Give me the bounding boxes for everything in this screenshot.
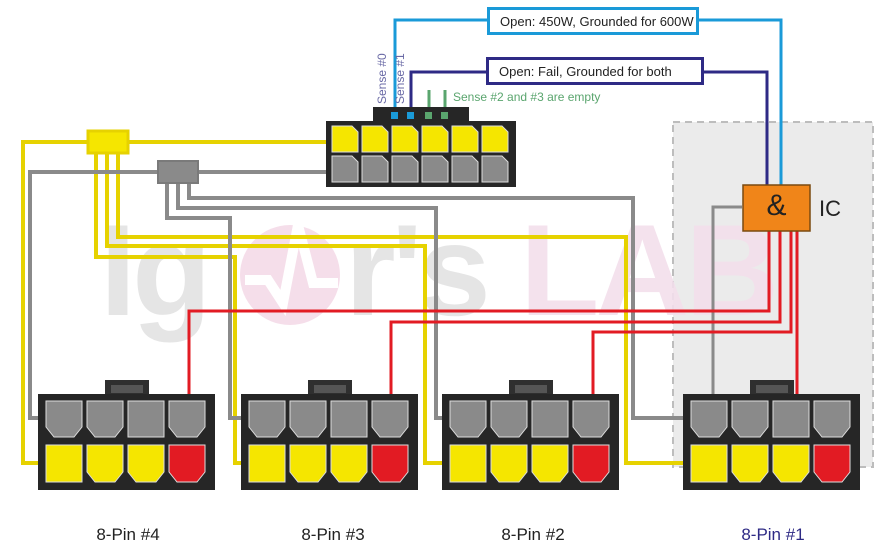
pin-12v (690, 444, 728, 483)
pin-ground (45, 400, 83, 438)
empty-sense-note: Sense #2 and #3 are empty (453, 90, 601, 104)
header-pin-ground (391, 155, 419, 183)
ic-chip (742, 184, 811, 232)
pin-ground (690, 400, 728, 438)
connector-label-2: 8-Pin #2 (501, 525, 565, 544)
pin-ground (572, 400, 610, 438)
pin-12v (127, 444, 165, 483)
header-pin-ground (331, 155, 359, 183)
svg-text:r's: r's (345, 197, 487, 343)
ic-label: IC (819, 196, 841, 221)
ic-and-symbol: & (766, 189, 787, 222)
yellow-wires (21, 140, 690, 465)
pin-12v (531, 444, 569, 483)
svg-text:LAB: LAB (520, 197, 775, 343)
header-connector (326, 107, 516, 187)
sense0-annotation-box: Open: 450W, Grounded for 600W (487, 7, 699, 35)
yellow-splice (86, 129, 130, 155)
sense1-annotation-text: Open: Fail, Grounded for both (499, 63, 672, 79)
pin-sense (371, 444, 409, 483)
pin-sense (168, 444, 206, 483)
header-pin-12v (451, 125, 479, 153)
eight-pin-connector (442, 380, 619, 490)
header-pin-ground (361, 155, 389, 183)
pin-sense (813, 444, 851, 483)
pin-ground (248, 400, 286, 438)
connector-label-1: 8-Pin #1 (741, 525, 805, 544)
header-pin-12v (481, 125, 509, 153)
eight-pin-connector (38, 380, 215, 490)
pin-12v (449, 444, 487, 483)
pin-ground (168, 400, 206, 438)
pin-ground (449, 400, 487, 438)
pin-ground (289, 400, 327, 438)
connector-label-3: 8-Pin #3 (301, 525, 365, 544)
pin-ground (813, 400, 851, 438)
eight-pin-connector (683, 380, 860, 490)
sense1-annotation-box: Open: Fail, Grounded for both (486, 57, 704, 85)
pin-sense (572, 444, 610, 483)
pin-12v (45, 444, 83, 483)
eight-pin-connector (241, 380, 418, 490)
pin-12v (490, 444, 528, 483)
header-pin-12v (391, 125, 419, 153)
sense0-annotation-text: Open: 450W, Grounded for 600W (500, 13, 694, 29)
watermark: Ig r's LAB (100, 197, 779, 343)
pin-ground (371, 400, 409, 438)
header-pin-12v (421, 125, 449, 153)
pin-12v (289, 444, 327, 483)
header-pin-ground (451, 155, 479, 183)
connector-label-4: 8-Pin #4 (96, 525, 160, 544)
header-pin-ground (481, 155, 509, 183)
pin-ground (86, 400, 124, 438)
pin-12v (86, 444, 124, 483)
ground-splice (157, 160, 199, 184)
pin-ground (330, 400, 368, 438)
pin-12v (772, 444, 810, 483)
header-pin-12v (361, 125, 389, 153)
pin-ground (731, 400, 769, 438)
header-pin-ground (421, 155, 449, 183)
pin-ground (531, 400, 569, 438)
pin-ground (127, 400, 165, 438)
pin-12v (330, 444, 368, 483)
pin-12v (248, 444, 286, 483)
pin-ground (772, 400, 810, 438)
pin-ground (490, 400, 528, 438)
red-wires (187, 231, 799, 418)
header-pin-12v (331, 125, 359, 153)
pin-12v (731, 444, 769, 483)
sense0-label: Sense #0 (375, 53, 389, 104)
sense1-label: Sense #1 (393, 53, 407, 104)
